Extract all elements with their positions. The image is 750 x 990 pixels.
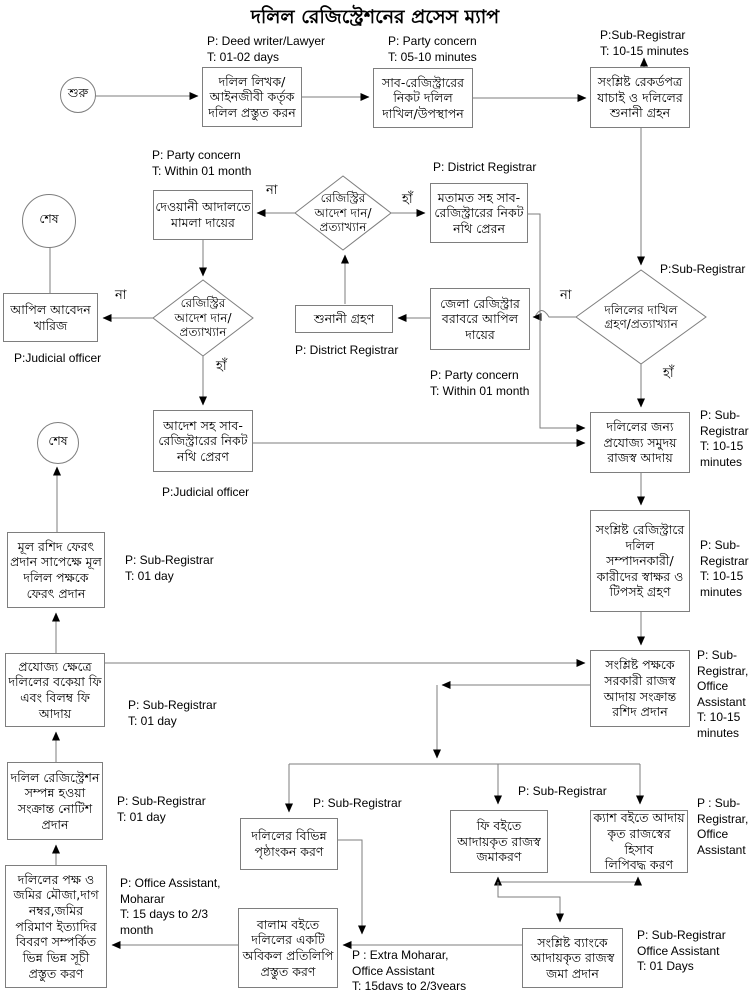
node-collect-revenue: দলিলের জন্য প্রযোজ্য সমুদয় রাজস্ব আদায়	[590, 412, 690, 473]
end-terminal-1: শেষ	[22, 194, 76, 248]
edge-label-no-2: না	[115, 288, 127, 303]
annotation-district-registrar-2: P: District Registrar	[295, 343, 399, 357]
node-appeal-to-district-registrar: জেলা রেজিস্ট্রার বরাবরে আপিল দায়ের	[430, 288, 530, 350]
decision-diamond-3	[575, 269, 707, 365]
annotation-subregistrar-office-assistant-2: P : Sub- Registrar, Office Assistant	[697, 796, 749, 857]
annotation-district-registrar-1: P: District Registrar	[433, 160, 537, 174]
decision-diamond-1	[294, 175, 392, 251]
annotation-subregistrar-5: P: Sub- Registrar T: 10-15 minutes	[700, 538, 749, 599]
annotation-party-concern-1: P: Party concern T: 05-10 minutes	[388, 34, 477, 64]
annotation-subregistrar-office-assistant-3: P: Sub-Registrar Office Assistant T: 01 …	[637, 928, 726, 974]
annotation-subregistrar-2: P:Sub-Registrar	[660, 262, 746, 276]
node-send-file-with-order: আদেশ সহ সাব- রেজিস্ট্রারের নিকট নথি প্রে…	[153, 410, 253, 472]
edge-label-no-1: না	[266, 183, 278, 198]
node-balam-book-copy: বালাম বইতে দলিলের একটি অবিকল প্রতিলিপি প…	[238, 908, 338, 988]
node-return-original-deed: মূল রশিদ ফেরৎ প্রদান সাপেক্ষে মূল দলিল প…	[7, 532, 105, 608]
node-bank-deposit: সংশ্লিষ্ট ব্যাংকে আদায়কৃত রাজস্ব জমা প্…	[522, 928, 623, 988]
node-issue-receipt: সংশ্লিষ্ট পক্ষকে সরকারী রাজস্ব আদায় সংক…	[590, 650, 690, 727]
node-submit-to-subregistrar: সাব-রেজিস্ট্রারের নিকট দলিল দাখিল/উপস্থা…	[373, 68, 473, 128]
node-verify-records-hearing: সংশ্লিষ্ট রেকর্ডপত্র যাচাই ও দলিলের শুনা…	[590, 67, 690, 128]
node-fee-book-deposit: ফি বইতে আদায়কৃত রাজস্ব জমাকরণ	[450, 810, 548, 873]
edge-label-yes-3: হাঁ	[663, 366, 674, 381]
annotation-subregistrar-8: P: Sub-Registrar	[313, 796, 402, 810]
annotation-subregistrar-3: P: Sub- Registrar T: 10-15 minutes	[700, 408, 749, 469]
annotation-party-concern-3: P: Party concern T: Within 01 month	[430, 368, 530, 398]
annotation-party-concern-2: P: Party concern T: Within 01 month	[152, 148, 252, 178]
decision-registry-order-2: রেজিস্ট্রির আদেশ দান/ প্রত্যাখ্যান	[174, 296, 232, 340]
annotation-subregistrar-9: P: Sub-Registrar	[518, 784, 607, 798]
decision-diamond-2	[152, 279, 254, 357]
node-endorsements: দলিলের বিভিন্ন পৃষ্ঠাংকন করণ	[240, 818, 338, 870]
page-title: দলিল রেজিস্ট্রেশনের প্রসেস ম্যাপ	[250, 6, 500, 28]
node-registration-notice: দলিল রেজিস্ট্রেশন সম্পন্ন হওয়া সংক্রান্…	[7, 762, 103, 840]
node-signatures-thumbprints: সংশ্লিষ্ট রেজিস্ট্রারে দলিল সম্পাদনকারী/…	[590, 510, 690, 612]
annotation-extra-moharar: P : Extra Moharar, Office Assistant T: 1…	[352, 948, 467, 990]
end-terminal-2: শেষ	[37, 422, 79, 464]
node-hearing: শুনানী গ্রহণ	[295, 305, 393, 333]
annotation-office-assistant-moharar: P: Office Assistant, Moharar T: 15 days …	[120, 876, 221, 937]
node-civil-court-case: দেওয়ানী আদালতে মামলা দায়ের	[153, 190, 253, 240]
annotation-subregistrar-office-assistant-1: P: Sub- Registrar, Office Assistant T: 1…	[697, 648, 749, 740]
node-cash-book-record: ক্যাশ বইতে আদায় কৃত রাজস্বের হিসাব লিপি…	[590, 810, 688, 873]
annotation-subregistrar-1: P:Sub-Registrar T: 10-15 minutes	[600, 28, 689, 58]
start-terminal: শুরু	[60, 77, 96, 113]
decision-registry-order-1: রেজিস্ট্রির আদেশ দান/ প্রত্যাখ্যান	[314, 191, 372, 235]
node-appeal-rejected: আপিল আবেদন খারিজ	[3, 293, 98, 342]
edge-label-no-3: না	[560, 288, 572, 303]
annotation-judicial-officer-1: P:Judicial officer	[14, 351, 102, 365]
annotation-subregistrar-7: P: Sub-Registrar T: 01 day	[117, 794, 206, 824]
node-prepare-indexes: দলিলের পক্ষ ও জমির মৌজা,দাগ নম্বর,জমির প…	[5, 865, 107, 988]
edge-label-yes-1: হাঁ	[402, 192, 413, 207]
annotation-subregistrar-4: P: Sub-Registrar T: 01 day	[125, 553, 214, 583]
annotation-deed-writer: P: Deed writer/Lawyer T: 01-02 days	[207, 34, 326, 64]
annotation-subregistrar-6: P: Sub-Registrar T: 01 day	[128, 698, 217, 728]
node-send-file-with-opinion: মতামত সহ সাব- রেজিস্ট্রারের নিকট নথি প্র…	[430, 183, 528, 243]
node-prepare-deed: দলিল লিখক/ আইনজীবী কর্তৃক দলিল প্রস্তুত …	[202, 67, 302, 127]
annotation-judicial-officer-2: P:Judicial officer	[162, 485, 250, 499]
edge-label-yes-2: হাঁ	[216, 359, 227, 374]
node-collect-due-fees: প্রযোজ্য ক্ষেত্রে দলিলের বকেয়া ফি এবং ব…	[5, 653, 105, 727]
decision-deed-submission: দলিলের দাখিল গ্রহণ/প্রত্যাখ্যান	[604, 302, 678, 331]
